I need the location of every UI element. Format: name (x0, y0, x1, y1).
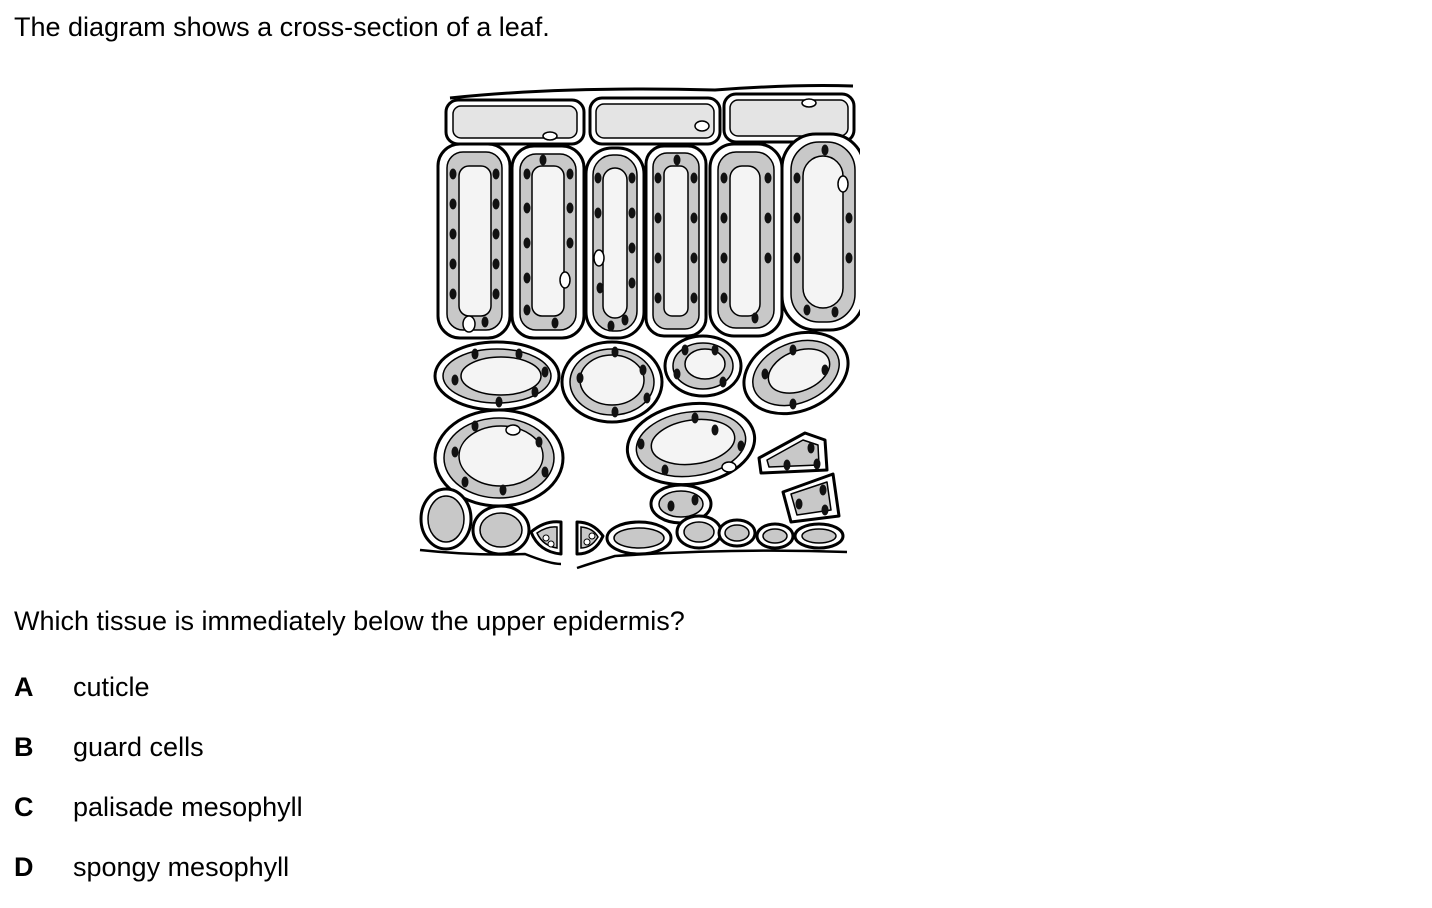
upper-epidermis (444, 92, 856, 146)
guard-cells (529, 520, 605, 556)
option-letter: A (14, 672, 34, 702)
option-letter: D (14, 852, 34, 882)
lower-cuticle (419, 548, 848, 570)
lower-epidermis (419, 487, 845, 556)
leaf-cross-section-diagram (415, 78, 866, 575)
option-text: palisade mesophyll (73, 792, 303, 822)
option-text: guard cells (73, 732, 204, 762)
option-letter: C (14, 792, 34, 822)
question-intro: The diagram shows a cross-section of a l… (14, 12, 550, 42)
option-letter: B (14, 732, 34, 762)
question-stem: Which tissue is immediately below the up… (14, 606, 685, 636)
option-text: spongy mesophyll (73, 852, 290, 882)
option-text: cuticle (73, 672, 150, 702)
palisade-mesophyll (436, 132, 866, 340)
upper-cuticle (449, 84, 854, 100)
